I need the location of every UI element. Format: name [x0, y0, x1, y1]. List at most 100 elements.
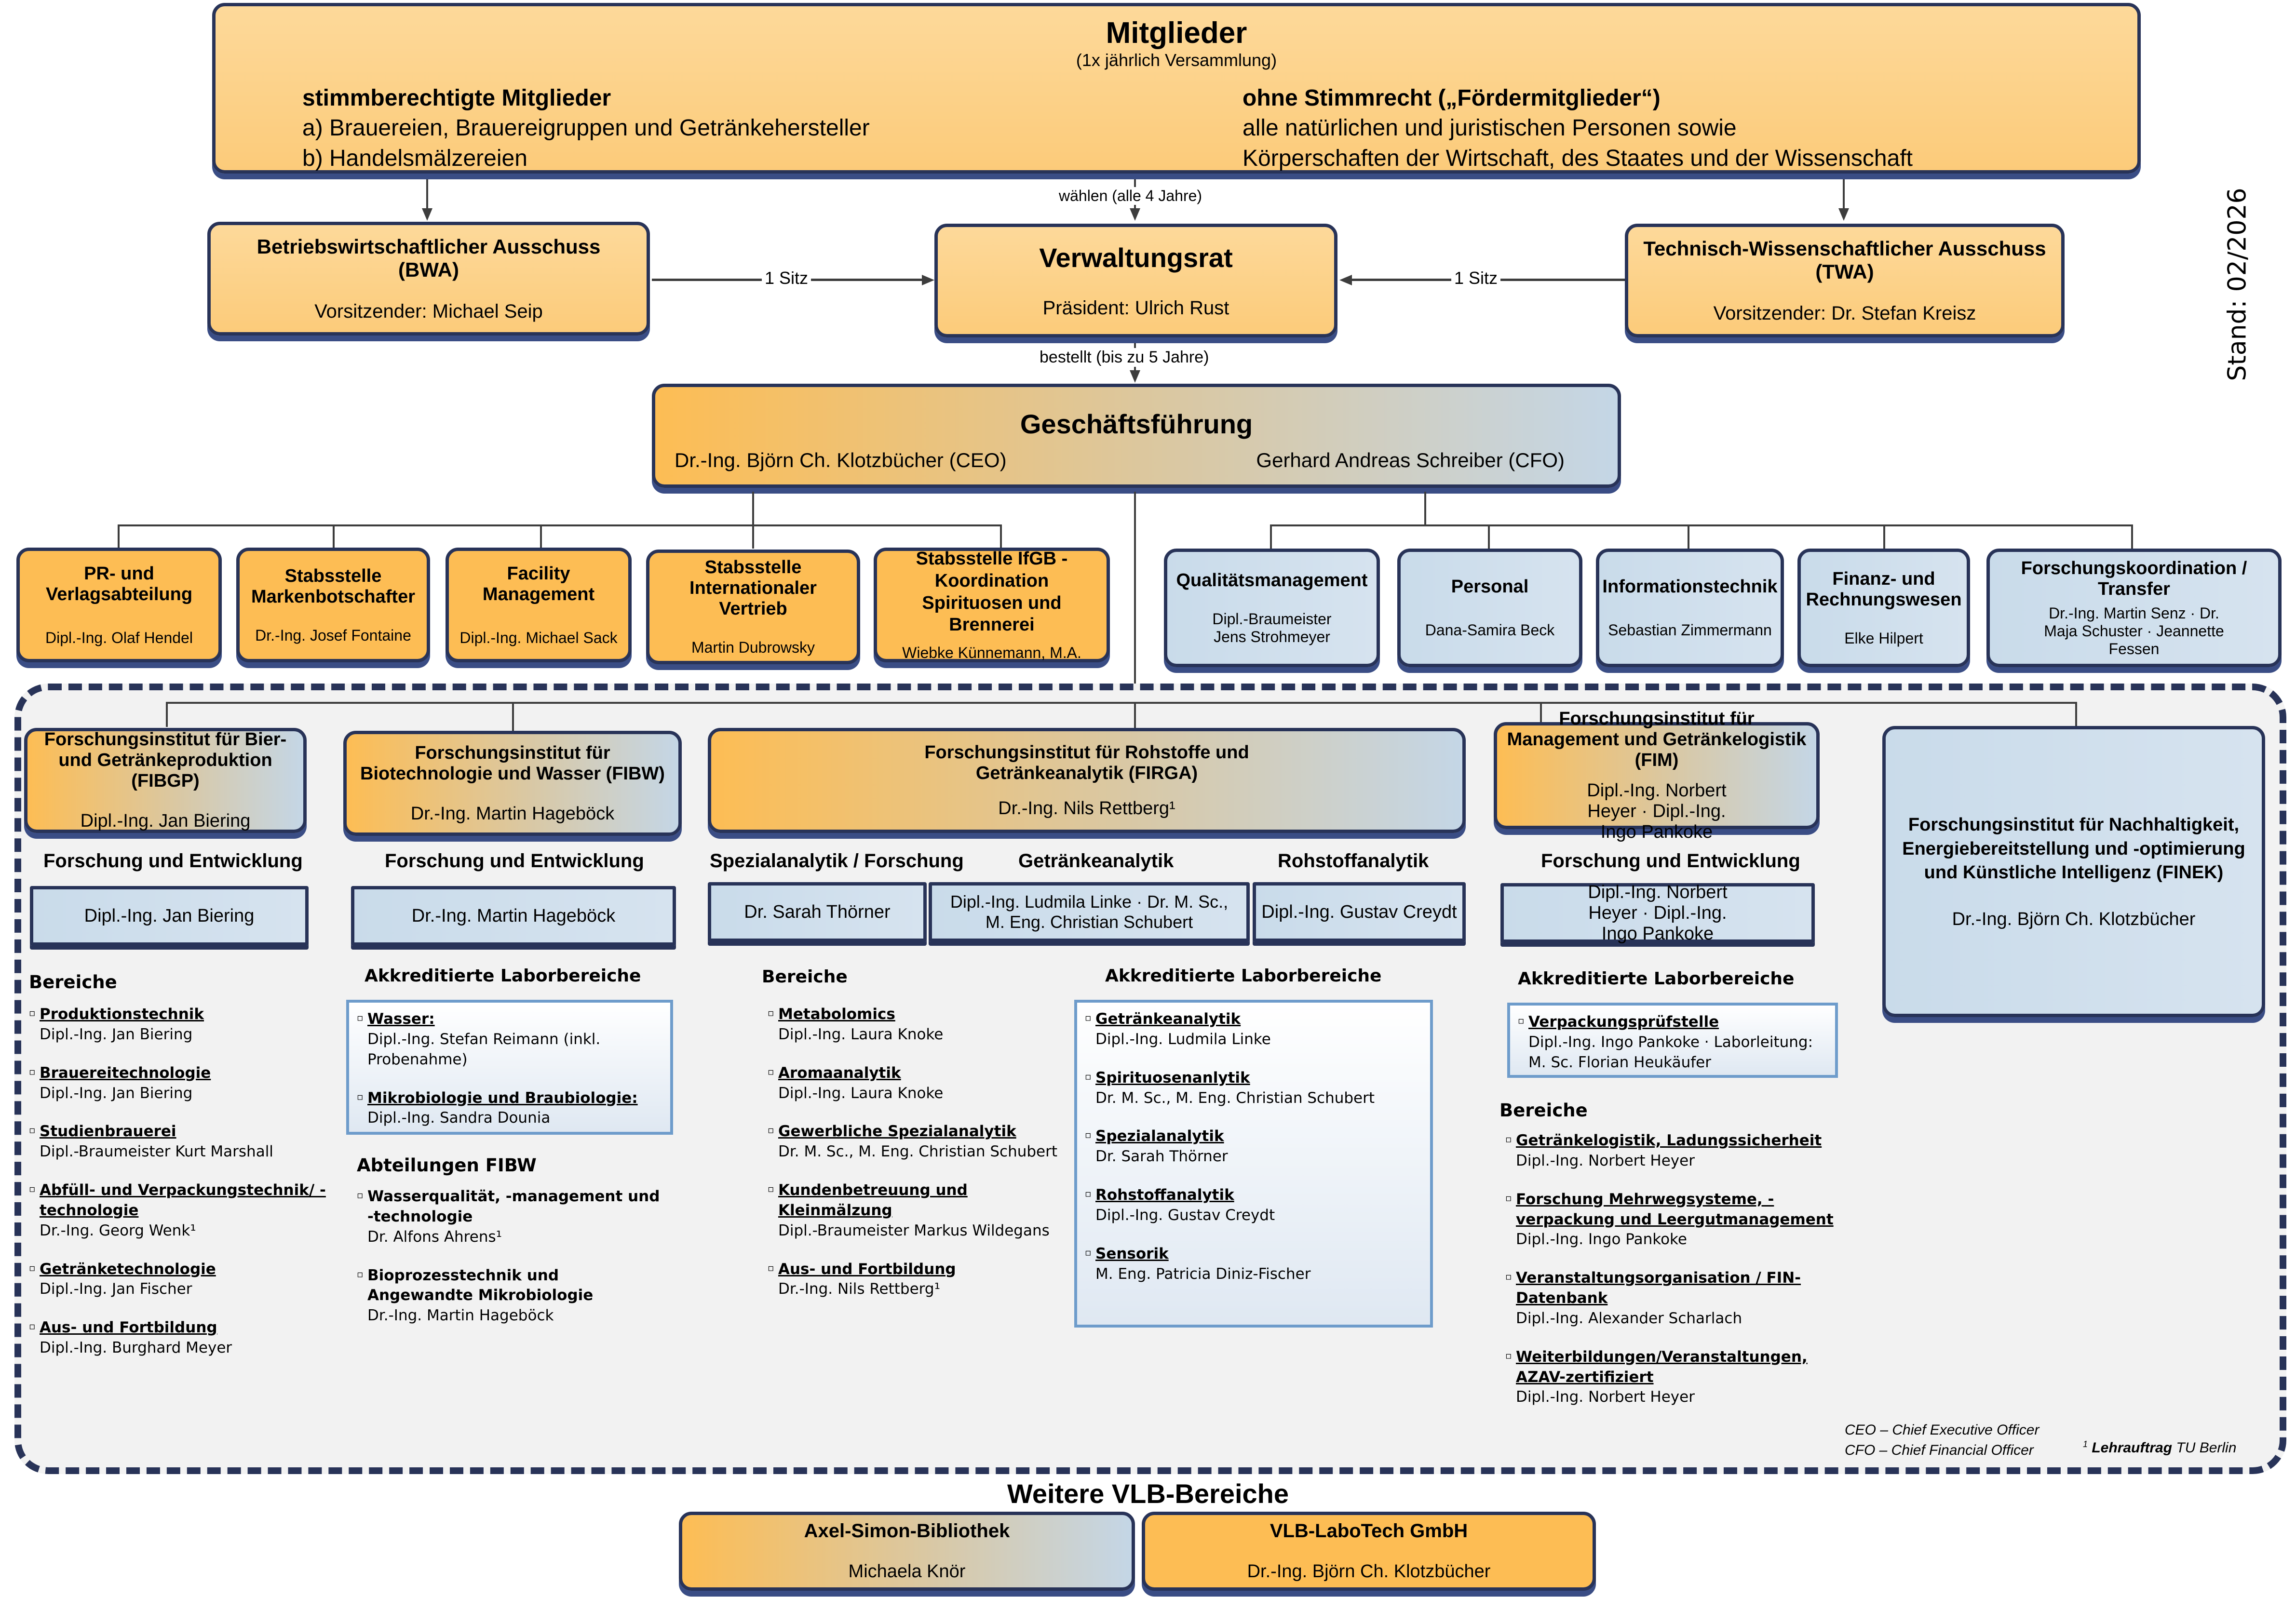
bullet-icon: ▫: [357, 1268, 364, 1280]
connector: [2075, 702, 2077, 729]
staff-person: Martin Dubrowsky: [691, 639, 815, 656]
list-item-person: Dr.-Ing. Martin Hageböck: [367, 1307, 554, 1325]
firga-sub-box-3: Dipl.-Ing. Gustav Creydt: [1253, 882, 1466, 942]
connector: [166, 702, 168, 727]
list-item-person: Dipl.-Ing. Jan Fischer: [40, 1280, 192, 1298]
fibw-depts-list: ▫ Wasserqualität, -management und -techno…: [357, 1187, 665, 1344]
arrow-left-icon: [1339, 275, 1352, 285]
staff-box-research-coord: Forschungskoordination / Transfer Dr.-In…: [1986, 549, 2282, 667]
connector: [1134, 702, 1136, 729]
nonvoting-title: ohne Stimmrecht („Fördermitglieder“): [1243, 85, 1661, 111]
connector: [118, 524, 1000, 526]
list-item: ▫Wasser:Dipl.-Ing. Stefan Reimann (inkl.…: [357, 1009, 662, 1070]
management-title: Geschäftsführung: [1020, 408, 1253, 439]
list-item-name: Forschung Mehrwegsysteme, -verpackung un…: [1516, 1190, 1834, 1228]
library-box: Axel-Simon-Bibliothek Michaela Knör: [679, 1512, 1135, 1591]
firga-areas-label: Bereiche: [762, 967, 848, 987]
staff-person: Elke Hilpert: [1844, 629, 1923, 647]
list-item-person: Dipl.-Ing. Burghard Meyer: [40, 1339, 232, 1357]
staff-box-sales: Stabsstelle Internationaler Vertrieb Mar…: [646, 550, 860, 664]
bullet-icon: ▫: [357, 1012, 364, 1023]
fibgp-rd-box: Dipl.-Ing. Jan Biering: [30, 886, 309, 946]
arrow-right-icon: [922, 275, 934, 285]
list-item: ▫Abfüll- und Verpackungstechnik/ -techno…: [29, 1181, 328, 1241]
list-item-name: Bioprozesstechnik und Angewandte Mikrobi…: [367, 1266, 594, 1304]
list-item-person: Dipl.-Ing. Jan Biering: [40, 1025, 193, 1043]
bullet-icon: ▫: [1505, 1133, 1512, 1145]
fim-lab-label: Akkreditierte Laborbereiche: [1518, 969, 1795, 989]
footnote-mark: 1: [2083, 1439, 2088, 1449]
institute-head: Dr.-Ing. Martin Hageböck: [410, 803, 615, 824]
arrow-down-icon: [1130, 370, 1140, 383]
bullet-icon: ▫: [1505, 1349, 1512, 1361]
list-item-person: Dipl.-Ing. Gustav Creydt: [1095, 1206, 1275, 1224]
stand-date: Stand: 02/2026: [2223, 188, 2252, 381]
list-item: ▫Wasserqualität, -management und -techno…: [357, 1187, 665, 1248]
list-item: ▫Forschung Mehrwegsysteme, -verpackung u…: [1505, 1190, 1838, 1250]
staff-box-pr: PR- und Verlagsabteilung Dipl.-Ing. Olaf…: [16, 548, 222, 662]
elect-label: wählen (alle 4 Jahre): [1056, 187, 1205, 205]
rd-person: Dipl.-Ing. Jan Biering: [84, 905, 255, 926]
list-item-person: Dipl.-Ing. Sandra Dounia: [367, 1109, 551, 1127]
twa-abbr: (TWA): [1815, 260, 1874, 283]
bullet-icon: ▫: [768, 1124, 774, 1136]
institute-title: Forschungsinstitut für Management und Ge…: [1507, 709, 1807, 770]
connector: [1843, 179, 1845, 210]
firga-lab-label: Akkreditierte Laborbereiche: [1105, 966, 1382, 986]
list-item-name: Rohstoffanalytik: [1095, 1186, 1234, 1204]
list-item-name: Getränkelogistik, Ladungssicherheit: [1516, 1132, 1822, 1149]
institute-title: Forschungsinstitut für Bier- und Getränk…: [44, 729, 287, 791]
bullet-icon: ▫: [29, 1320, 36, 1332]
staff-title: Informationstechnik: [1602, 577, 1778, 597]
connector: [752, 524, 754, 549]
staff-person: Sebastian Zimmermann: [1608, 621, 1772, 639]
list-item-name: Veranstaltungsorganisation / FIN-Datenba…: [1516, 1269, 1801, 1307]
institute-head: Dr.-Ing. Nils Rettberg¹: [998, 798, 1175, 819]
list-item-person: Dr. M. Sc., M. Eng. Christian Schubert: [1095, 1089, 1375, 1107]
staff-box-ifgb: Stabsstelle IfGB - Koordination Spirituo…: [874, 548, 1110, 662]
list-item-name: Studienbrauerei: [40, 1123, 176, 1141]
institute-title: Forschungsinstitut für Rohstoffe und Get…: [924, 742, 1249, 783]
twa-box: Technisch-Wissenschaftlicher Ausschuss (…: [1625, 224, 2065, 337]
list-item-name: Wasserqualität, -management und -technol…: [367, 1188, 660, 1225]
list-item-person: M. Eng. Patricia Diniz-Fischer: [1095, 1265, 1311, 1283]
list-item-name: Mikrobiologie und Braubiologie:: [367, 1089, 638, 1107]
connector: [2131, 524, 2133, 549]
legend: CEO – Chief Executive Officer CFO – Chie…: [1845, 1420, 2039, 1461]
bullet-icon: ▫: [768, 1065, 774, 1077]
voting-line-b: b) Handelsmälzereien: [302, 145, 527, 171]
connector: [1000, 524, 1002, 549]
fibw-depts-label: Abteilungen FIBW: [357, 1155, 537, 1176]
bullet-icon: ▫: [1085, 1070, 1092, 1082]
list-item-name: Spezialanalytik: [1095, 1127, 1224, 1145]
arrow-down-icon: [1130, 208, 1140, 221]
list-item: ▫ Veranstaltungsorganisation / FIN-Datenb…: [1505, 1268, 1838, 1329]
staff-box-personnel: Personal Dana-Samira Beck: [1397, 549, 1582, 667]
bwa-person: Vorsitzender: Michael Seip: [314, 300, 543, 322]
list-item-name: Spirituosenanlytik: [1095, 1069, 1250, 1087]
list-item-person: Dipl.-Ing. Norbert Heyer: [1516, 1152, 1695, 1169]
connector: [512, 702, 514, 731]
bullet-icon: ▫: [1505, 1271, 1512, 1283]
firga-sub-box-2: Dipl.-Ing. Ludmila Linke · Dr. M. Sc., M…: [929, 882, 1250, 942]
bullet-icon: ▫: [1085, 1188, 1092, 1200]
bullet-icon: ▫: [1085, 1129, 1092, 1141]
further-item-title: Axel-Simon-Bibliothek: [804, 1520, 1010, 1542]
list-item-name: Gewerbliche Spezialanalytik: [778, 1123, 1016, 1141]
list-item-name: Wasser:: [367, 1010, 435, 1028]
list-item-person: Dr. Alfons Ahrens¹: [367, 1228, 502, 1246]
connector: [118, 524, 120, 549]
ceo-name: Dr.-Ing. Björn Ch. Klotzbücher (CEO): [675, 449, 1007, 471]
list-item-person: Dr.-Ing. Georg Wenk¹: [40, 1221, 196, 1239]
list-item-person: Dipl.-Ing. Ingo Pankoke · Laborleitung: …: [1528, 1033, 1813, 1071]
